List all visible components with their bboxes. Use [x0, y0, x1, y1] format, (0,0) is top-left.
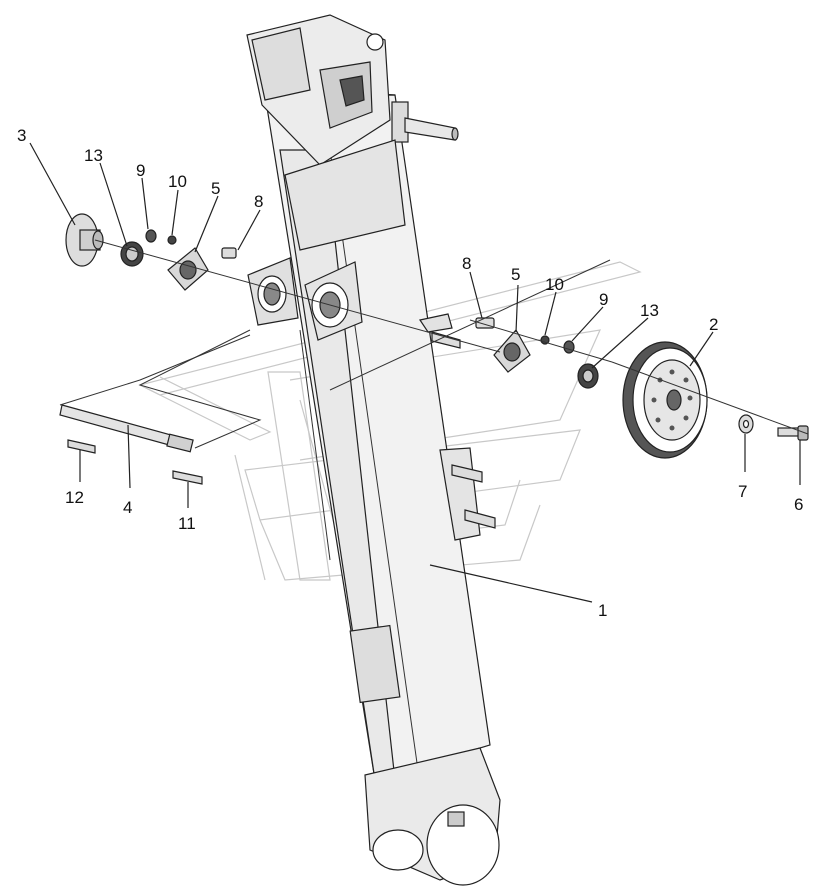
callout-12: 12: [65, 488, 84, 507]
callout-8-left: 8: [254, 192, 263, 211]
callout-10-left: 10: [168, 172, 187, 191]
callout-13-right: 13: [640, 301, 659, 320]
flange-part-5-right: [493, 328, 531, 373]
callout-7: 7: [738, 482, 747, 501]
callout-13-left: 13: [84, 146, 103, 165]
pin-part-8-left: [221, 247, 237, 259]
shaft-stub-right: [419, 313, 461, 349]
bolt-part-6: [777, 425, 809, 441]
pulley-part-2: [622, 341, 708, 459]
assembly-lines: [59, 239, 809, 449]
callout-labels: 3 13 9 10 5 8 8 5 10 9 13 2 7 6 12 4 11 …: [17, 126, 803, 620]
callout-8-right: 8: [462, 254, 471, 273]
callout-11: 11: [178, 514, 196, 533]
callout-3: 3: [17, 126, 26, 145]
callout-9-left: 9: [136, 161, 145, 180]
callout-6: 6: [794, 495, 803, 514]
callout-5-left: 5: [211, 179, 220, 198]
callout-5-right: 5: [511, 265, 520, 284]
cap-part-3: [65, 213, 104, 267]
bearing-part-13-right: [577, 363, 599, 389]
washer-part-10-left: [167, 235, 177, 245]
callout-10-right: 10: [545, 275, 564, 294]
shaft-part-4: [59, 404, 194, 453]
nut-part-9-right: [563, 340, 575, 354]
callout-9-right: 9: [599, 290, 608, 309]
nut-part-9-left: [145, 229, 157, 243]
flange-part-5-left: [167, 247, 209, 291]
callout-1: 1: [598, 601, 607, 620]
leader-lines: [29, 142, 801, 603]
key-part-11: [172, 470, 203, 485]
bearing-part-13-left: [120, 241, 144, 267]
main-frame-part-1: [246, 14, 501, 886]
callout-2: 2: [709, 315, 718, 334]
callout-4: 4: [123, 498, 132, 517]
washer-part-7: [738, 414, 754, 434]
key-part-12: [67, 439, 96, 454]
